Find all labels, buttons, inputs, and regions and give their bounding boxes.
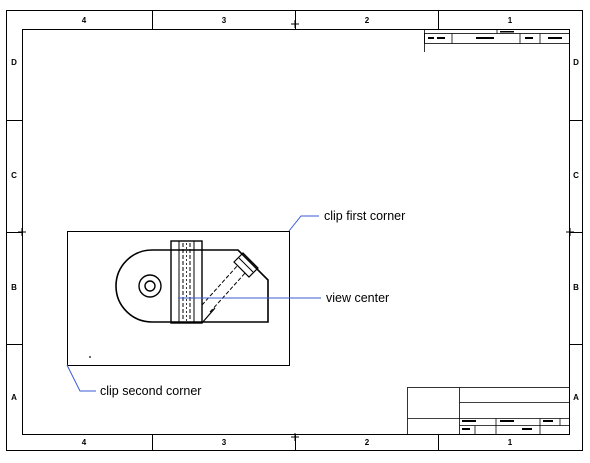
zone-row-b-right: B — [573, 283, 579, 292]
part-view — [115, 240, 269, 324]
zone-col-3-top: 3 — [222, 16, 227, 25]
zone-col-4-bottom: 4 — [82, 438, 87, 447]
label-clip-second-corner: clip second corner — [100, 384, 201, 398]
zone-row-c-left: C — [11, 171, 17, 180]
leader-first-corner — [288, 215, 319, 232]
zone-col-2-top: 2 — [365, 16, 370, 25]
leader-second-corner — [66, 364, 96, 392]
zone-row-c-right: C — [573, 171, 579, 180]
zone-row-d-right: D — [573, 58, 579, 67]
zone-row-d-left: D — [11, 58, 17, 67]
label-view-center: view center — [326, 291, 389, 305]
zone-col-4-top: 4 — [82, 16, 87, 25]
zone-col-3-bottom: 3 — [222, 438, 227, 447]
centering-marks — [18, 20, 574, 441]
leader-lines — [66, 215, 321, 392]
revision-block-text — [428, 31, 562, 39]
title-block — [407, 387, 570, 435]
viewport-dot — [89, 356, 91, 358]
zone-row-b-left: B — [11, 283, 17, 292]
label-clip-first-corner: clip first corner — [324, 209, 405, 223]
outer-border — [6, 10, 583, 451]
zone-row-a-right: A — [573, 393, 579, 402]
zone-dividers — [6, 10, 583, 451]
zone-col-2-bottom: 2 — [365, 438, 370, 447]
zone-col-1-bottom: 1 — [508, 438, 513, 447]
title-block-text — [462, 420, 553, 430]
revision-block — [424, 29, 570, 52]
zone-row-a-left: A — [11, 393, 17, 402]
zone-col-1-top: 1 — [508, 16, 513, 25]
